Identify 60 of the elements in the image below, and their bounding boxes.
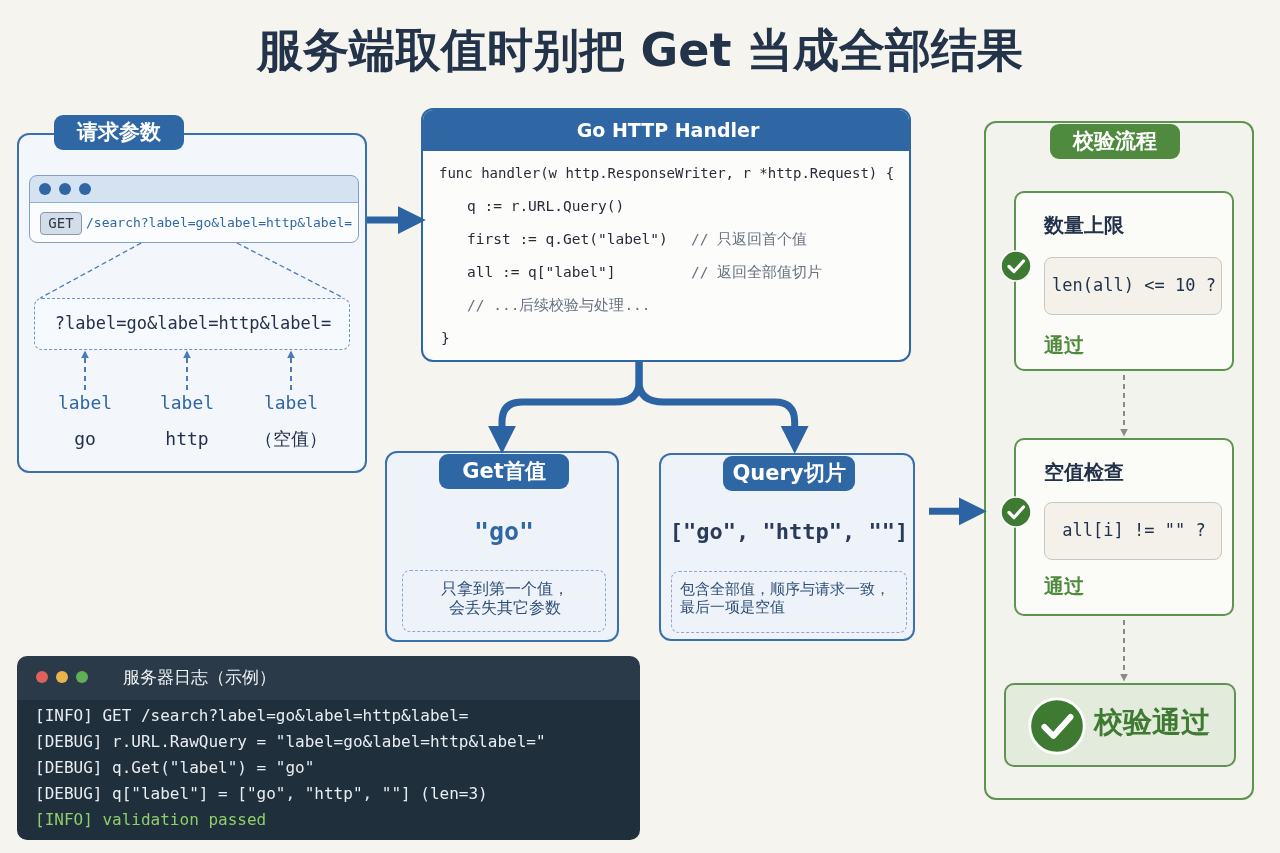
code-comment: // ...后续校验与处理... bbox=[467, 297, 652, 315]
value-text: ["go", "http", ""] bbox=[668, 519, 910, 546]
arrow bbox=[287, 350, 295, 391]
browser-window bbox=[29, 175, 359, 243]
connector-line bbox=[39, 242, 142, 299]
card-title: 空值检查 bbox=[1044, 460, 1125, 484]
query-string: ?label=go&label=http&label= bbox=[53, 313, 333, 334]
note-box bbox=[671, 571, 907, 633]
code-line: func handler(w http.ResponseWriter, r *http.Request) { bbox=[439, 165, 896, 182]
condition-text: all[i] != "" ? bbox=[1061, 520, 1207, 541]
condition-text: len(all) <= 10 ? bbox=[1051, 275, 1217, 296]
param-value: go bbox=[73, 428, 97, 450]
param-value: （空值） bbox=[254, 428, 328, 450]
code-line: all := q["label"] bbox=[467, 264, 617, 282]
log-line: [INFO] GET /search?label=go&label=http&label= bbox=[35, 706, 470, 726]
code-box bbox=[421, 108, 911, 362]
log-line: [INFO] validation passed bbox=[35, 810, 268, 830]
param-key: label bbox=[251, 392, 331, 414]
box-title-tab: Get首值 bbox=[439, 454, 569, 490]
result-box bbox=[659, 453, 915, 641]
title: 服务端取值时别把 Get 当成全部结果 bbox=[255, 22, 1025, 79]
value-text: "go" bbox=[472, 517, 536, 547]
terminal-window bbox=[17, 656, 640, 840]
code-comment: // 只返回首个值 bbox=[691, 231, 809, 249]
query-box bbox=[34, 298, 350, 350]
panel bbox=[984, 121, 1254, 800]
note-box bbox=[402, 570, 606, 632]
box-title-tab: Query切片 bbox=[723, 456, 855, 492]
arrow bbox=[183, 350, 191, 391]
url-text: /search?label=go&label=http&label= bbox=[86, 215, 354, 231]
code-comment: // 返回全部值切片 bbox=[691, 264, 824, 282]
method-badge: GET bbox=[40, 212, 82, 235]
window-title: 服务器日志（示例） bbox=[123, 667, 277, 688]
param-value: http bbox=[164, 428, 210, 450]
result-text: 校验通过 bbox=[1094, 705, 1211, 740]
arrow bbox=[1120, 374, 1128, 437]
log-line: [DEBUG] q["label"] = ["go", "http", ""] (len=3) bbox=[35, 784, 489, 804]
code-line: first := q.Get("label") bbox=[467, 231, 669, 249]
note-text: 包含全部值，顺序与请求一致，最后一项是空值 bbox=[680, 580, 891, 616]
condition-box bbox=[1044, 257, 1222, 315]
code-line: } bbox=[441, 330, 451, 348]
header-bar: Go HTTP Handler bbox=[423, 110, 909, 151]
result-box bbox=[385, 451, 619, 642]
log-line: [DEBUG] r.URL.RawQuery = "label=go&label=http&label=" bbox=[35, 732, 547, 752]
param-key: label bbox=[45, 392, 125, 414]
result-banner bbox=[1004, 683, 1236, 767]
arrow bbox=[367, 206, 426, 235]
arrow bbox=[81, 350, 89, 391]
note-text: 只拿到第一个值，会丢失其它参数 bbox=[440, 579, 570, 618]
log-line: [DEBUG] q.Get("label") = "go" bbox=[35, 758, 316, 778]
arrow bbox=[635, 362, 809, 454]
code-line: q := r.URL.Query() bbox=[467, 198, 626, 216]
param-key: label bbox=[147, 392, 227, 414]
pass-text: 通过 bbox=[1044, 333, 1085, 357]
condition-box bbox=[1044, 502, 1222, 560]
pass-text: 通过 bbox=[1044, 574, 1085, 598]
panel-title-tab: 校验流程 bbox=[1050, 124, 1180, 160]
arrow bbox=[1120, 619, 1128, 682]
card-title: 数量上限 bbox=[1044, 213, 1125, 237]
panel-title-tab: 请求参数 bbox=[54, 115, 184, 151]
